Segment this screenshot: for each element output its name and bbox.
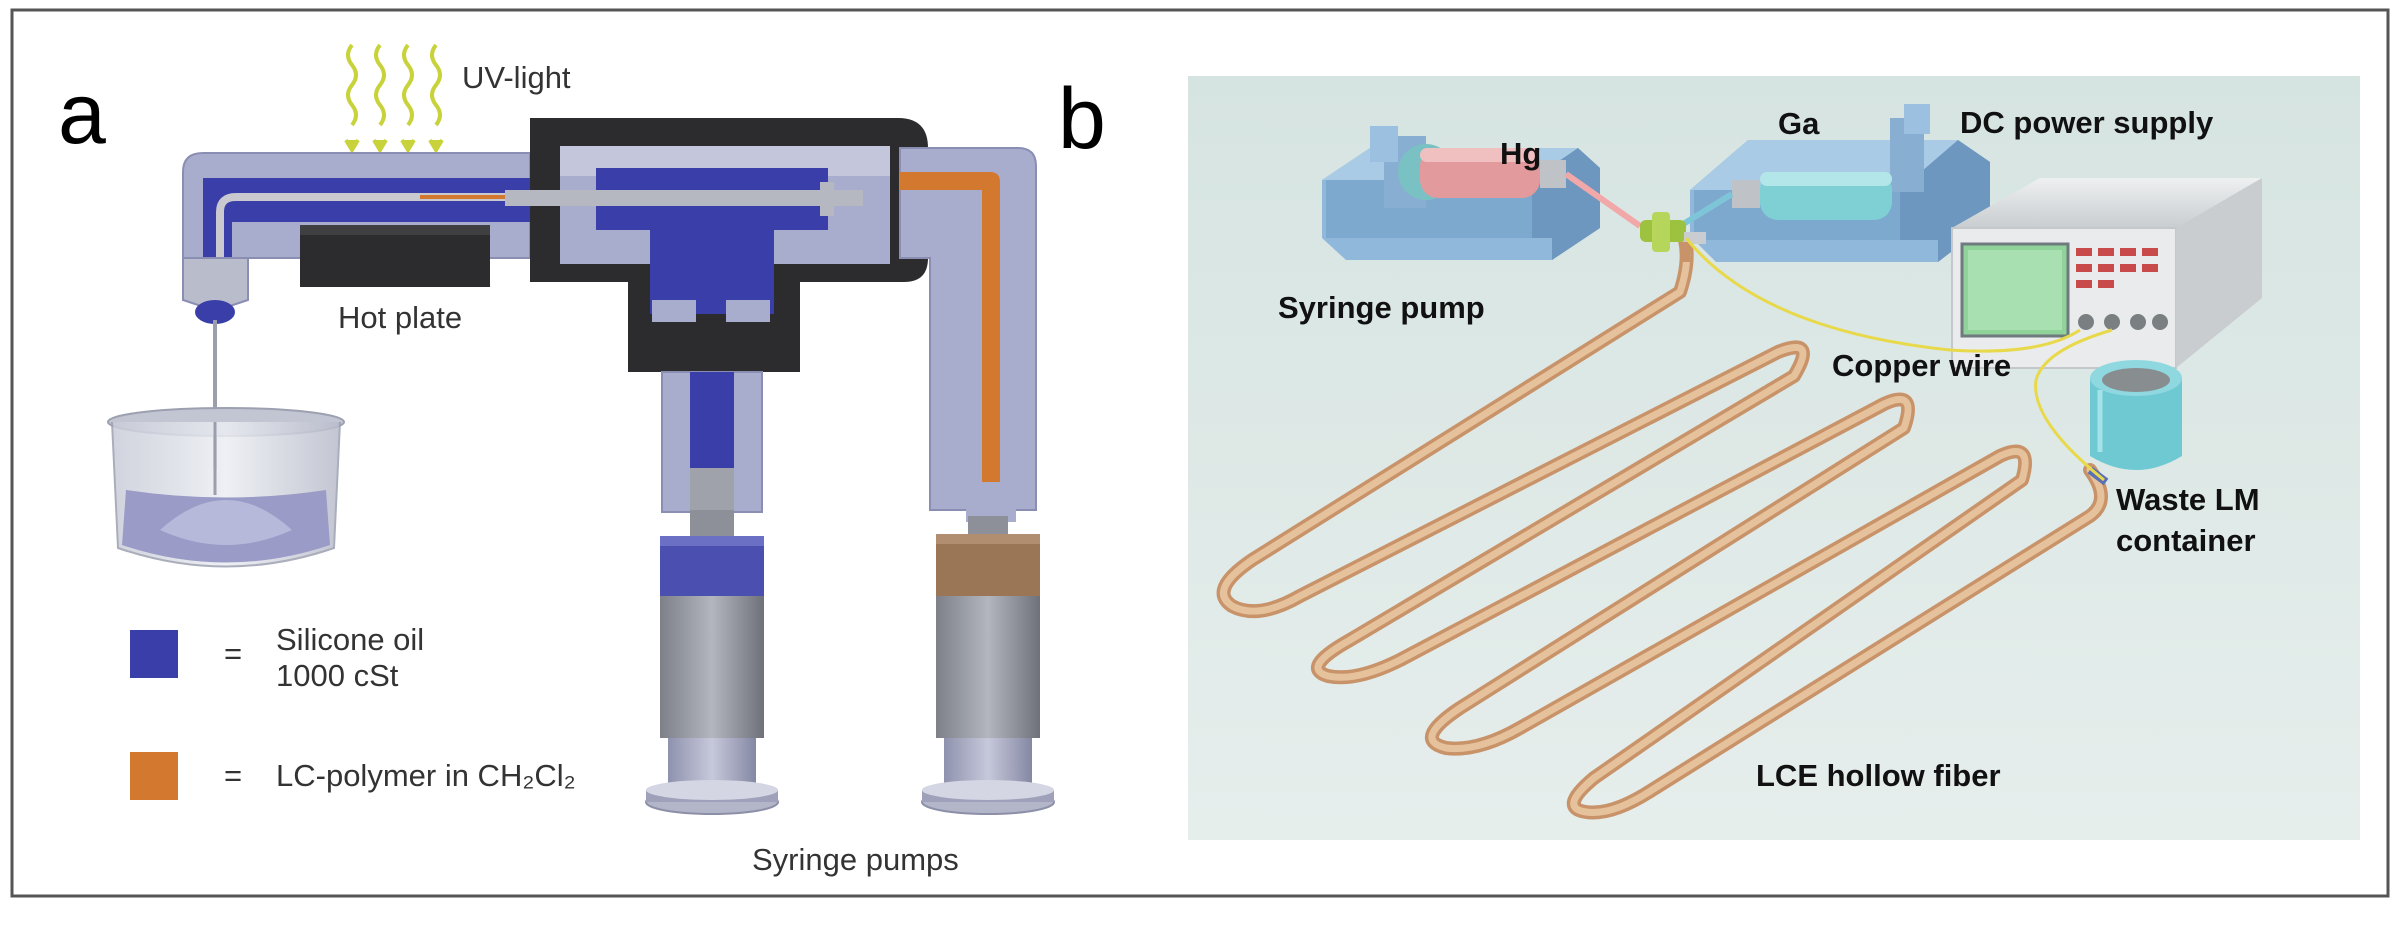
- copper-wire-2: [2034, 328, 2113, 482]
- legend-equals-2: =: [224, 758, 242, 793]
- mixing-chamber: [505, 118, 928, 372]
- legend-equals-1: =: [224, 636, 242, 671]
- uv-light-label: UV-light: [462, 60, 571, 95]
- psu-knobs: [2078, 314, 2168, 330]
- right-polymer-channel: [899, 147, 1037, 522]
- nozzle-droplet: [195, 300, 235, 324]
- copper-wire-1: [1684, 237, 2081, 353]
- panel-a: a UV-light Hot plate: [58, 43, 1055, 877]
- lce-hollow-fiber-label: LCE hollow fiber: [1756, 758, 2001, 793]
- dc-power-supply: [1951, 178, 2262, 369]
- hg-label: Hg: [1500, 136, 1541, 171]
- syringe-pump-ga: [1678, 104, 1990, 262]
- syringe-pump-hg: [1322, 126, 1642, 260]
- psu-buttons: [2076, 248, 2158, 288]
- legend: = Silicone oil 1000 cSt = LC-polymer in …: [130, 622, 576, 800]
- syringe-pump-silicone: [645, 510, 779, 815]
- left-pump-column: [661, 371, 763, 524]
- ga-label: Ga: [1778, 106, 1820, 141]
- legend-swatch-lc-polymer: [130, 752, 178, 800]
- legend-silicone-oil-line2: 1000 cSt: [276, 658, 399, 693]
- uv-light-icon: [344, 43, 444, 154]
- copper-wire-label: Copper wire: [1832, 348, 2011, 383]
- legend-swatch-silicone-oil: [130, 630, 178, 678]
- nozzle: [182, 257, 249, 307]
- waste-lm-label-line1: Waste LM: [2116, 482, 2260, 517]
- waste-lm-container: [2090, 360, 2182, 470]
- panel-b-letter: b: [1058, 71, 1106, 167]
- y-connector: [1640, 212, 1706, 262]
- legend-silicone-oil-line1: Silicone oil: [276, 622, 424, 657]
- syringe-pump-label: Syringe pump: [1278, 290, 1485, 325]
- syringe-pumps-label: Syringe pumps: [752, 842, 959, 877]
- hot-plate-label: Hot plate: [338, 300, 462, 335]
- dc-power-supply-label: DC power supply: [1960, 105, 2214, 140]
- panel-b: b Hg: [1058, 71, 2360, 840]
- waste-lm-label-line2: container: [2116, 523, 2256, 558]
- syringe-pump-polymer: [921, 516, 1055, 815]
- legend-lc-polymer-label: LC-polymer in CH₂Cl₂: [276, 758, 576, 793]
- collection-beaker: [107, 407, 345, 568]
- capillary-tube: [216, 193, 530, 262]
- panel-a-letter: a: [58, 66, 106, 162]
- hot-plate: [300, 225, 490, 287]
